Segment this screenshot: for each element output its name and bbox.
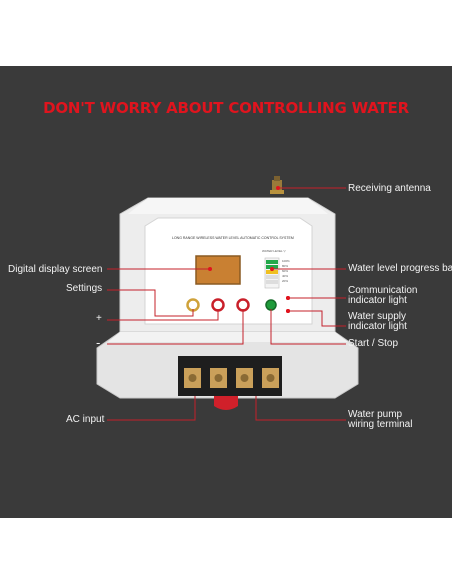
minus-button [236, 298, 250, 312]
callout-water-supply-light: Water supply indicator light [348, 311, 407, 332]
callout-settings: Settings [66, 283, 103, 294]
callout-ac-input: AC input [66, 414, 105, 425]
product-stage: DON'T WORRY ABOUT CONTROLLING WATER [0, 66, 452, 518]
panel-title: LONG RANGE WIRELESS WATER LEVEL AUTOMATI… [172, 236, 294, 240]
callout-receiving-antenna: Receiving antenna [348, 183, 431, 194]
callout-pump-terminal: Water pump wiring terminal [348, 409, 413, 430]
callout-communication-light: Communication indicator light [348, 285, 418, 306]
cable-clamp-icon [214, 396, 238, 410]
callout-start-stop: Start / Stop [348, 338, 399, 349]
callout-plus: + [96, 313, 102, 324]
callout-lines [107, 187, 346, 421]
start-stop-button [265, 299, 277, 311]
callout-water-level-bar: Water level progress bar [348, 263, 452, 274]
headline: DON'T WORRY ABOUT CONTROLLING WATER [43, 99, 409, 117]
settings-button [186, 298, 200, 312]
callout-minus: - [96, 335, 101, 350]
terminal-screws-icon [184, 368, 279, 388]
callout-digital-display: Digital display screen [8, 264, 103, 275]
device-illustration [96, 176, 359, 421]
level-header: WATER LEVEL ▽ [262, 249, 286, 253]
digital-display [195, 255, 241, 285]
plus-button [211, 298, 225, 312]
antenna-icon [270, 176, 284, 194]
level-marks: 100% 80% 60% 40% 20% [282, 259, 290, 283]
callout-dots [208, 186, 290, 313]
